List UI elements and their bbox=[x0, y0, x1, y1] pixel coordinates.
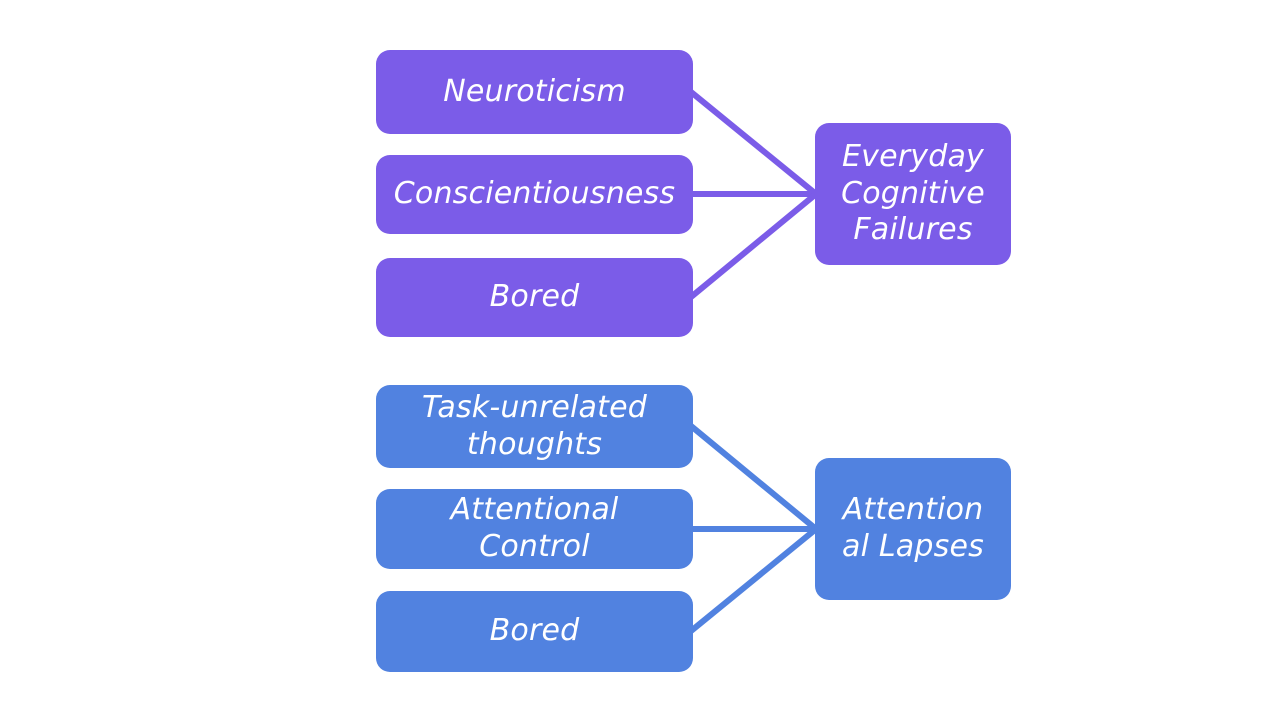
node-neuroticism[interactable]: Neuroticism bbox=[376, 50, 693, 134]
node-bored-purple-label: Bored bbox=[489, 279, 580, 315]
node-bored-purple[interactable]: Bored bbox=[376, 258, 693, 337]
node-everyday-cognitive-failures-label: Everyday Cognitive Failures bbox=[841, 139, 985, 248]
node-conscientiousness-label: Conscientiousness bbox=[393, 176, 676, 212]
node-attentional-control[interactable]: Attentional Control bbox=[376, 489, 693, 569]
edge-bored-purple-to-outcome bbox=[689, 191, 818, 300]
edge-neuroticism-to-outcome bbox=[689, 89, 818, 197]
node-bored-blue-label: Bored bbox=[489, 613, 580, 649]
node-bored-blue[interactable]: Bored bbox=[376, 591, 693, 672]
node-attentional-lapses-label: Attention al Lapses bbox=[842, 492, 984, 564]
node-neuroticism-label: Neuroticism bbox=[443, 73, 626, 109]
edge-bored-blue-to-outcome bbox=[689, 526, 818, 634]
node-task-unrelated-thoughts-label: Task-unrelated thoughts bbox=[422, 389, 647, 462]
edge-task-unrelated-thoughts-to-outcome bbox=[689, 423, 818, 532]
node-conscientiousness[interactable]: Conscientiousness bbox=[376, 155, 693, 234]
node-task-unrelated-thoughts[interactable]: Task-unrelated thoughts bbox=[376, 385, 693, 468]
node-attentional-control-label: Attentional Control bbox=[450, 492, 619, 564]
node-attentional-lapses[interactable]: Attention al Lapses bbox=[815, 458, 1011, 600]
node-everyday-cognitive-failures[interactable]: Everyday Cognitive Failures bbox=[815, 123, 1011, 265]
